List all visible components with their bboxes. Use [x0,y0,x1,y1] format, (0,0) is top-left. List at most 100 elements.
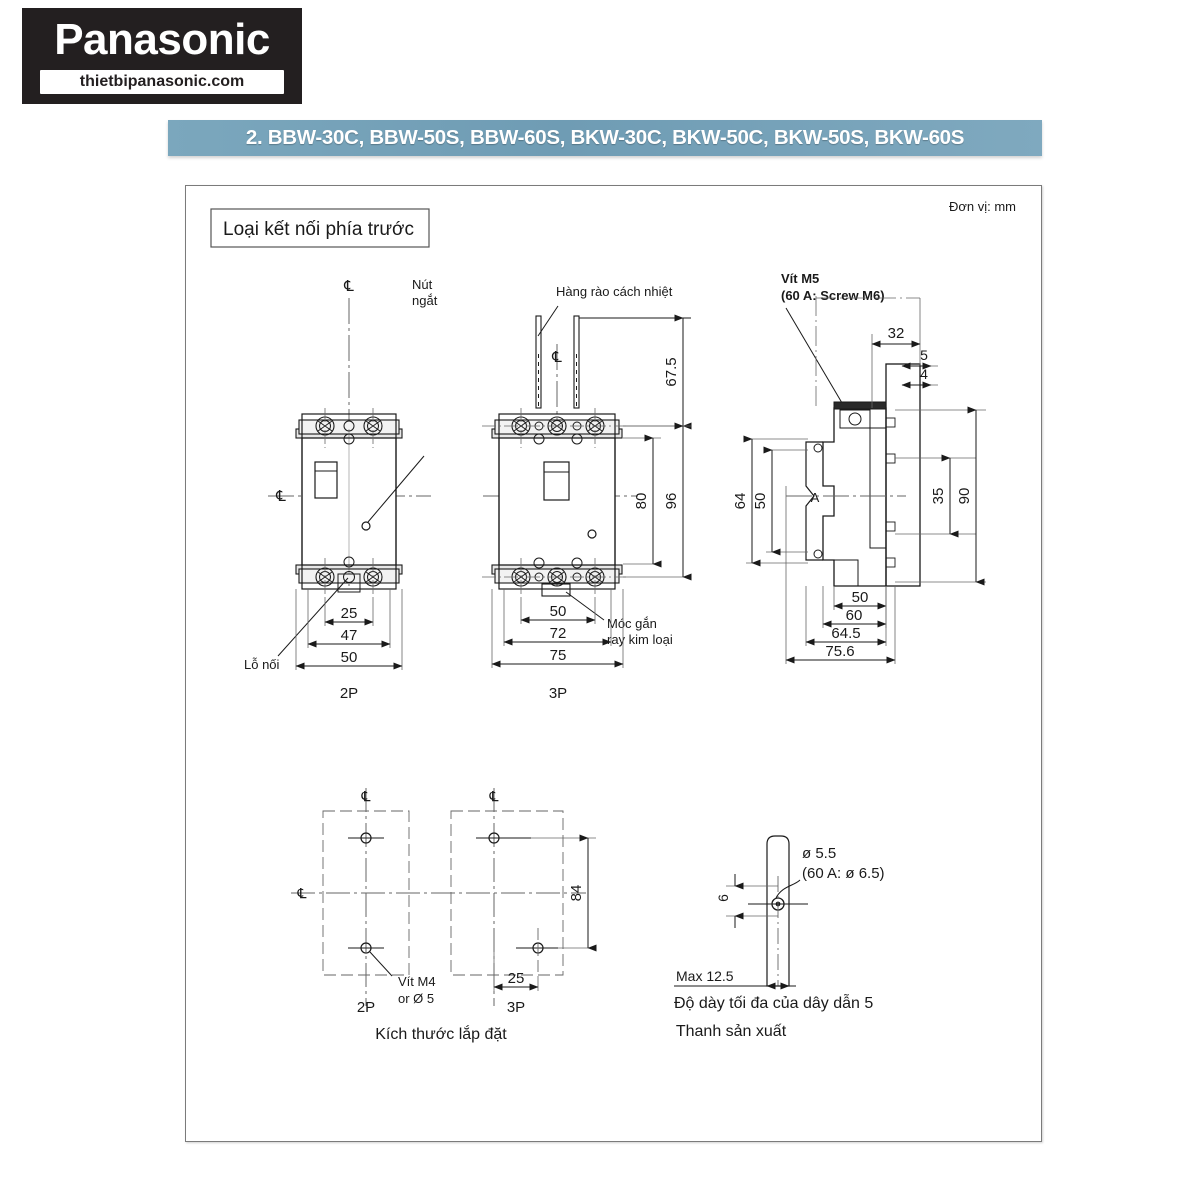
connection-type-box: Loại kết nối phía trước [210,208,430,248]
brand-wordmark: Panasonic [54,15,270,64]
unit-note: Đơn vị: mm [949,199,1016,214]
callout-connection-hole: Lỗ nối [244,657,280,672]
view-front-2p: ℄ ℄ [244,277,438,702]
callout-screw-m5-line1: Vít M5 [781,271,819,286]
dimension-84: 84 [531,834,597,952]
callout-mount-screw-line1: Vít M4 [398,974,436,989]
mounting-label-3p: 3P [507,999,525,1016]
leader-busbar-hole [775,879,801,899]
view-label-3p: 3P [549,685,567,702]
centerline-symbol-mount-left: ℄ [297,885,307,901]
dimension-6-edge: 6 [715,874,778,928]
dimension-50-side: 50 [752,446,808,556]
dimension-96: 96 [623,422,692,581]
centerline-symbol-mount-2p: ℄ [361,788,371,804]
callout-thermal-barrier: Hàng rào cách nhiệt [556,284,673,299]
dimension-35: 35 [895,454,976,538]
section-title-text: 2. BBW-30C, BBW-50S, BBW-60S, BKW-30C, B… [245,126,965,149]
dimension-50-2p: 50 [295,589,403,670]
side-front-profile [805,441,823,561]
dimension-6-text: 6 [715,894,731,902]
dimension-75-3p: 75 [491,589,624,668]
side-back-plate [885,363,921,587]
dimension-50-3p-text: 50 [550,603,567,620]
din-rail-clip [541,583,571,597]
dimension-756-text: 75.6 [825,643,854,660]
site-url-box: thietbipanasonic.com [40,70,284,94]
dimension-50-2p-text: 50 [341,649,358,666]
toggle-handle-3p [543,461,570,501]
dimension-756: 75.6 [785,486,896,664]
callout-trip-button-line2: ngắt [412,293,438,308]
busbar-hole [748,876,808,986]
mounting-label-2p: 2P [357,999,375,1016]
centerline-symbol-mount-3p: ℄ [489,788,499,804]
dimension-47-2p: 47 [307,589,391,648]
dimension-32: 32 [871,325,921,408]
dimension-47-2p-text: 47 [341,627,358,644]
dimension-5-text: 5 [920,347,928,363]
dimension-96-text: 96 [663,493,680,510]
view-busbar-detail: ø 5.5 (60 A: ø 6.5) 6 Max 12.5 Độ dày tố… [674,835,885,1040]
mounting-hole-3p-top [476,832,531,844]
callout-din-rail-line2: ray kim loại [607,632,673,647]
section-title-banner: 2. BBW-30C, BBW-50S, BBW-60S, BKW-30C, B… [168,120,1042,156]
dimension-32-text: 32 [888,325,905,342]
dimension-50-bottom-text: 50 [852,589,869,606]
dimension-25-mount-text: 25 [508,970,525,987]
side-body-outline [822,407,887,587]
dimension-645: 64.5 [805,586,887,646]
leader-trip-button [367,455,425,523]
dimension-72-3p: 72 [503,589,612,646]
dimension-64-text: 64 [732,493,749,510]
mounting-hole-2p-top [348,832,384,844]
leader-din-rail-clip [565,591,605,621]
view-label-2p: 2P [340,685,358,702]
busbar-outline [766,835,790,987]
leader-mounting-screw [369,951,393,977]
technical-drawing-frame: Loại kết nối phía trước Đơn vị: mm ℄ ℄ [185,185,1042,1142]
leader-thermal-barrier [537,305,559,337]
dimension-4: 4 [901,366,938,389]
leader-screw-m5 [785,307,846,409]
dimension-64: 64 [732,435,808,567]
dimension-5: 5 [901,347,938,370]
dimension-75-3p-text: 75 [550,647,567,664]
dimension-90: 90 [895,406,986,586]
dimension-90-text: 90 [956,488,973,505]
callout-hole-size-line1: ø 5.5 [802,845,836,862]
dimension-50-side-text: 50 [752,493,769,510]
busbar-caption-line2: Thanh sản xuất [676,1023,787,1040]
dimension-675: 67.5 [579,314,692,430]
centerline-symbol-top-3p: ℄ [551,349,562,366]
busbar-caption-line1: Độ dày tối đa của dây dẫn 5 [674,993,873,1012]
thermal-barrier-fins [535,315,580,409]
callout-hole-size-line2: (60 A: ø 6.5) [802,865,885,882]
callout-screw-m5-line2: (60 A: Screw M6) [781,288,885,303]
centerline-symbol-left-2p: ℄ [275,488,286,505]
drawing-svg: Loại kết nối phía trước Đơn vị: mm ℄ ℄ [210,199,1016,1043]
trip-button-3p [587,529,597,539]
dimension-675-text: 67.5 [663,357,680,386]
mounting-hole-3p-bottom [516,928,558,976]
view-mounting-dimensions: ℄ ℄ ℄ [291,788,597,1043]
view-front-3p: Hàng rào cách nhiệt ℄ [482,284,692,702]
dimension-4-text: 4 [920,366,928,382]
dimension-84-text: 84 [568,885,585,902]
dimension-60-text: 60 [846,607,863,624]
dimension-35-text: 35 [930,488,947,505]
centerline-symbol-top-2p: ℄ [343,278,354,295]
toggle-handle-2p [314,461,338,499]
connection-type-label: Loại kết nối phía trước [223,219,414,240]
panasonic-logo: Panasonic thietbipanasonic.com [22,8,302,104]
trip-button-2p [361,521,371,531]
mounting-hole-2p-bottom [348,942,384,954]
breaker-body-3p [498,428,616,575]
side-terminal-shelf [833,401,887,410]
view-side: Vít M5 (60 A: Screw M6) A [732,271,986,664]
callout-din-rail-line1: Móc gắn [607,616,657,631]
dim-a-label: A [811,490,820,505]
dimension-50-3p: 50 [520,598,596,624]
leader-connection-hole [277,577,349,657]
dimension-25-mount: 25 [493,948,539,991]
